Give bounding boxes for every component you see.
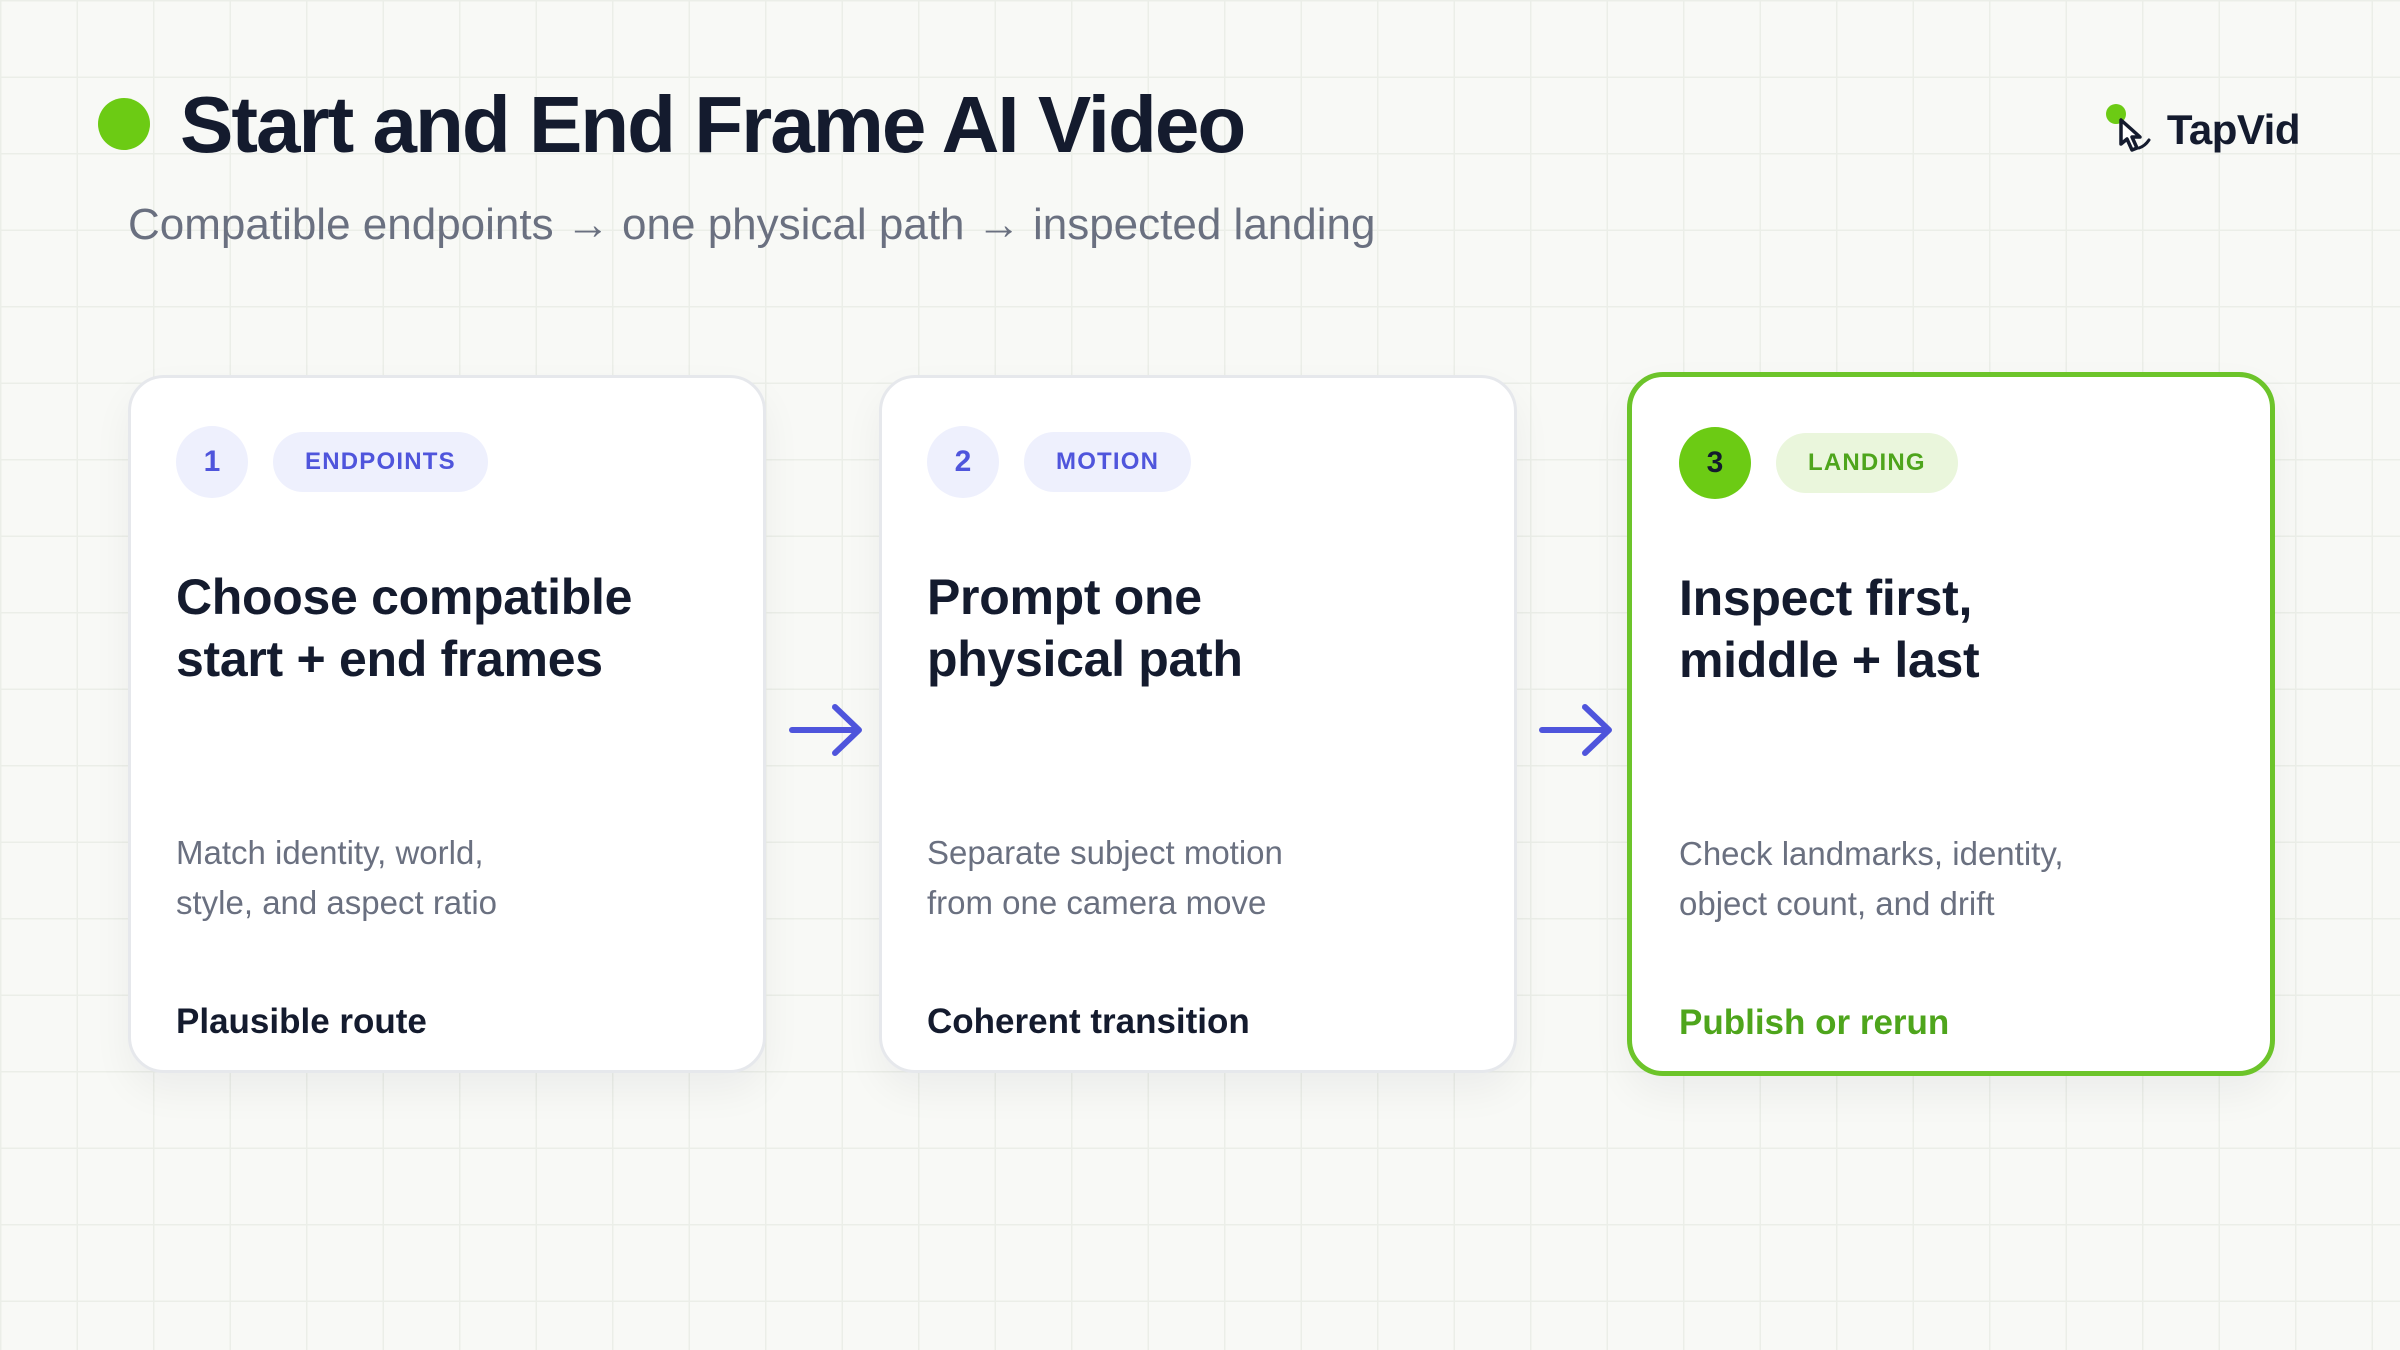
page-subtitle: Compatible endpoints → one physical path… — [128, 200, 1376, 249]
step-title-line: middle + last — [1679, 632, 1980, 688]
step-card-endpoints: 1 ENDPOINTS Choose compatible start + en… — [128, 375, 766, 1073]
step-title-line: start + end frames — [176, 631, 603, 687]
step-outcome: Publish or rerun — [1679, 1003, 1950, 1042]
step-tag-pill: LANDING — [1776, 433, 1958, 493]
step-description: Check landmarks, identity, object count,… — [1679, 829, 2064, 929]
tap-cursor-icon — [2105, 104, 2151, 152]
step-description-line: style, and aspect ratio — [176, 884, 498, 921]
step-number-badge: 1 — [176, 426, 248, 498]
brand-logo: TapVid — [2103, 98, 2301, 162]
step-number-badge: 3 — [1679, 427, 1751, 499]
step-card-landing: 3 LANDING Inspect first, middle + last C… — [1627, 372, 2275, 1076]
brand-name: TapVid — [2166, 106, 2301, 153]
step-tag-pill: MOTION — [1024, 432, 1192, 492]
step-description-line: Separate subject motion — [927, 834, 1283, 871]
step-title: Prompt one physical path — [927, 566, 1484, 690]
arrow-right-icon — [1539, 704, 1612, 756]
step-card-motion: 2 MOTION Prompt one physical path Separa… — [879, 375, 1517, 1073]
arrow-right-icon — [789, 704, 862, 756]
title-bullet-dot — [98, 98, 150, 150]
step-description-line: Check landmarks, identity, — [1679, 835, 2064, 872]
step-title-line: Choose compatible — [176, 569, 633, 625]
step-tag-pill: ENDPOINTS — [273, 432, 488, 492]
step-description-line: object count, and drift — [1679, 885, 1995, 922]
step-description-line: from one camera move — [927, 884, 1267, 921]
page-title: Start and End Frame AI Video — [180, 80, 1246, 169]
step-description: Match identity, world, style, and aspect… — [176, 828, 497, 928]
step-title: Inspect first, middle + last — [1679, 567, 2240, 691]
step-title-line: physical path — [927, 631, 1243, 687]
step-number-badge: 2 — [927, 426, 999, 498]
step-title-line: Inspect first, — [1679, 570, 1973, 626]
step-description-line: Match identity, world, — [176, 834, 484, 871]
step-outcome: Plausible route — [176, 1002, 427, 1041]
step-outcome: Coherent transition — [927, 1002, 1250, 1041]
step-title: Choose compatible start + end frames — [176, 566, 733, 690]
step-description: Separate subject motion from one camera … — [927, 828, 1283, 928]
step-title-line: Prompt one — [927, 569, 1202, 625]
